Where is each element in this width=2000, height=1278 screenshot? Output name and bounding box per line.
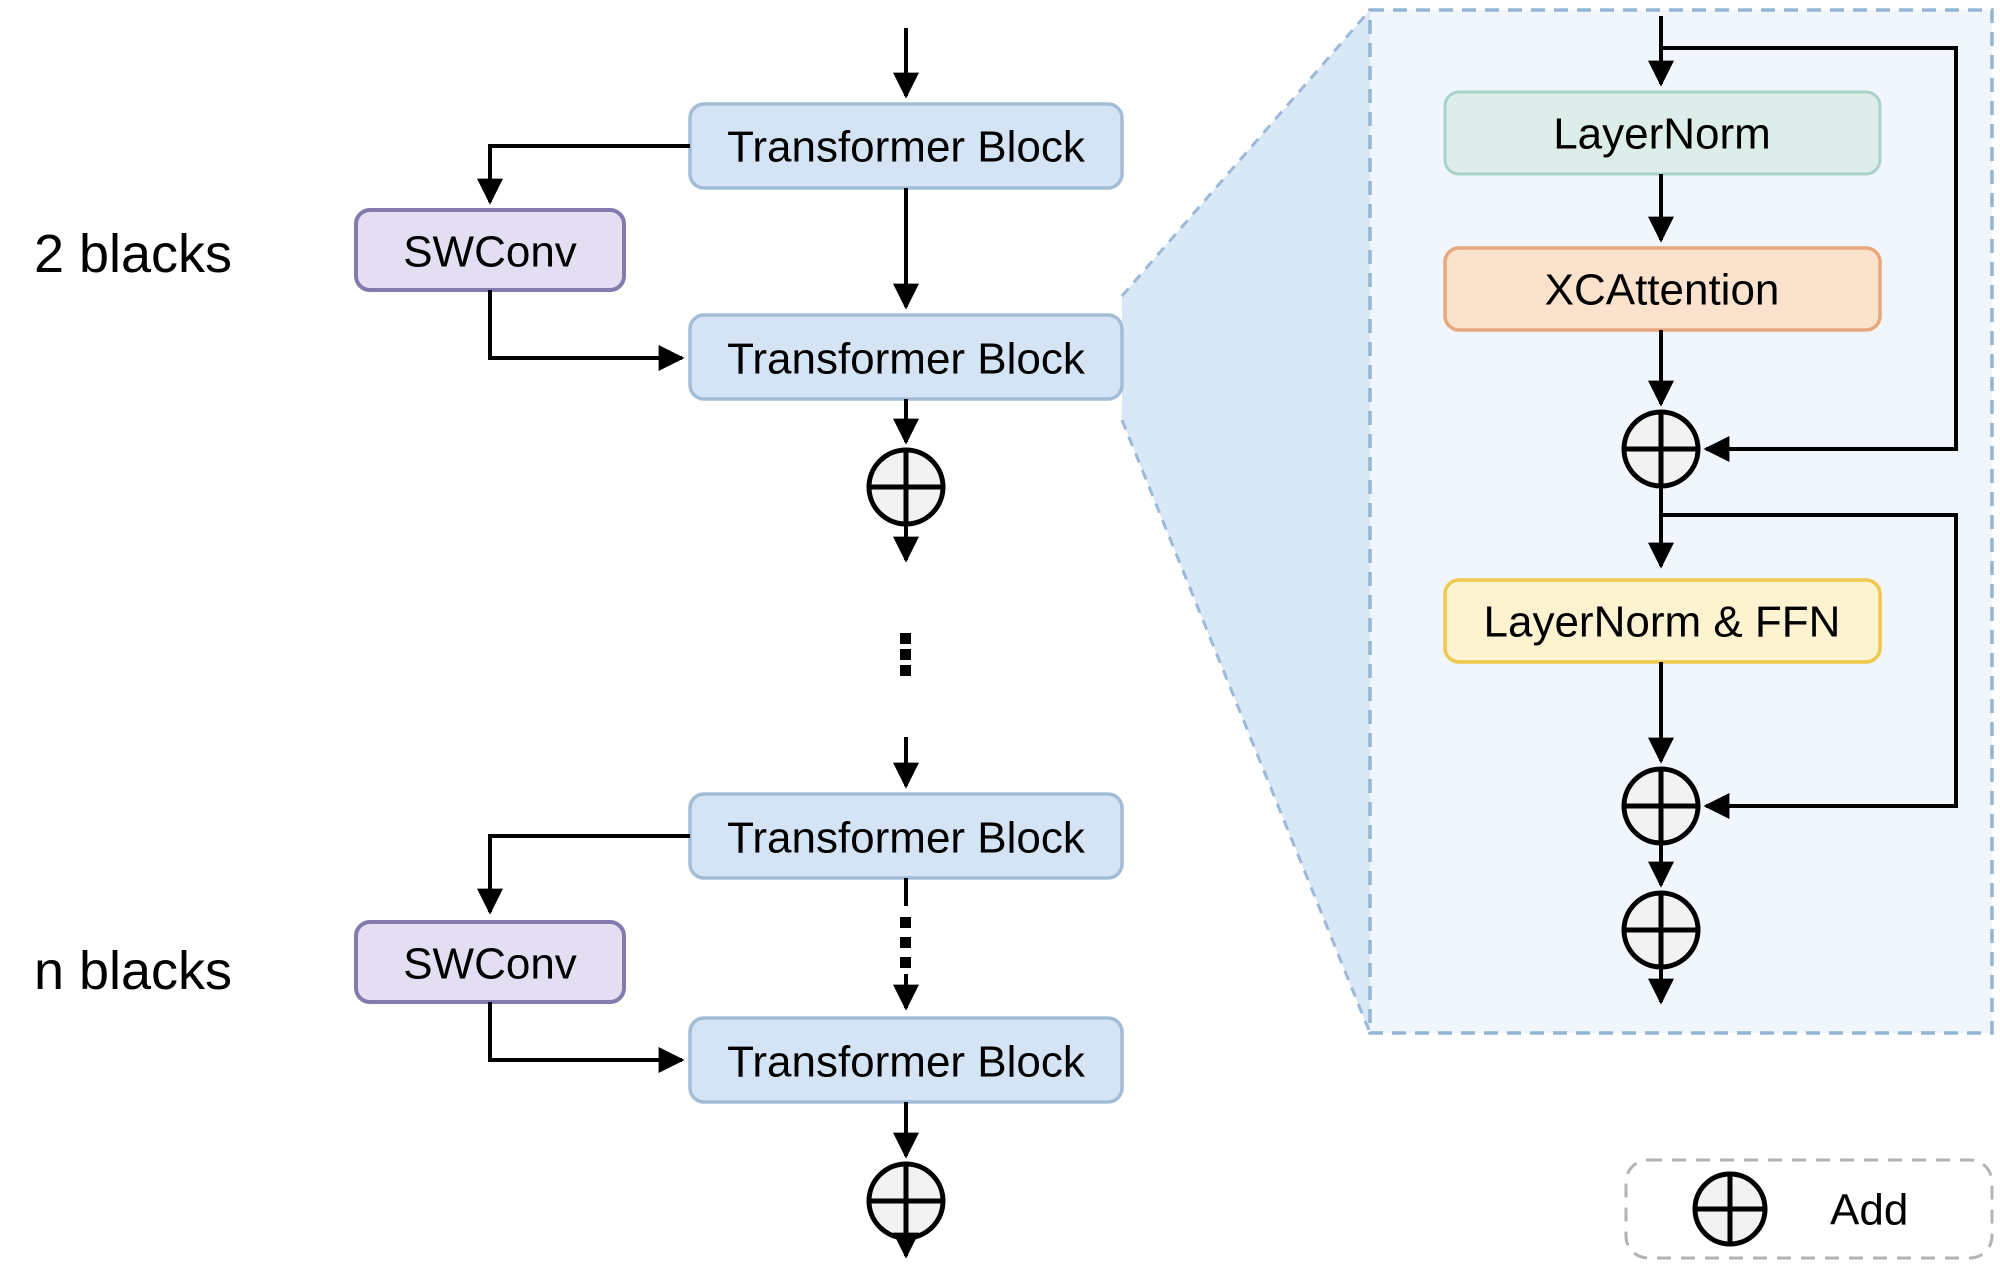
legend-add-label: Add [1830,1185,1908,1234]
group-count-label-bottom: n blacks [34,941,232,1001]
legend-box [1624,1158,1994,1260]
add-icon [1692,1171,1768,1247]
ffn-residual-skip [1661,513,1958,819]
xcattention-label: XCAttention [1545,265,1780,314]
expansion-cone [1122,10,1370,1033]
add-icon [866,447,946,527]
transformer-block-1-label: Transformer Block [727,122,1086,171]
add-icon [866,1161,946,1241]
transformer-block-3-label: Transformer Block [727,813,1086,862]
layernorm-ffn-label: LayerNorm & FFN [1484,597,1841,646]
group-count-label-top: 2 blacks [34,224,232,284]
swconv-2-out-arrow [488,1002,685,1073]
transformer-block-detail: LayerNorm XCAttention LayerNorm & FFN [1443,16,1958,1005]
expansion-cone-top-edge [1120,9,1372,297]
detail-panel [1368,8,1994,1035]
legend: Add [1624,1158,1994,1260]
add-icon [1621,890,1701,970]
swconv-block-1-label: SWConv [403,227,577,276]
add-icon [1621,766,1701,846]
transformer-block-4-label: Transformer Block [727,1037,1086,1086]
transformer-block-2-label: Transformer Block [727,334,1086,383]
layernorm-label: LayerNorm [1553,109,1771,158]
expansion-cone-bottom-edge [1120,419,1372,1034]
stage-flow: Transformer Block SWConv Transformer Blo… [354,28,1124,1259]
skip-to-swconv-1-arrow [477,144,690,205]
swconv-1-out-arrow [488,290,685,371]
add-icon [1621,409,1701,489]
attention-residual-skip [1661,46,1958,462]
vertical-ellipsis-icon [900,633,911,676]
swconv-block-2-label: SWConv [403,939,577,988]
dashed-connector [893,878,919,1011]
skip-to-swconv-2-arrow [477,834,690,915]
